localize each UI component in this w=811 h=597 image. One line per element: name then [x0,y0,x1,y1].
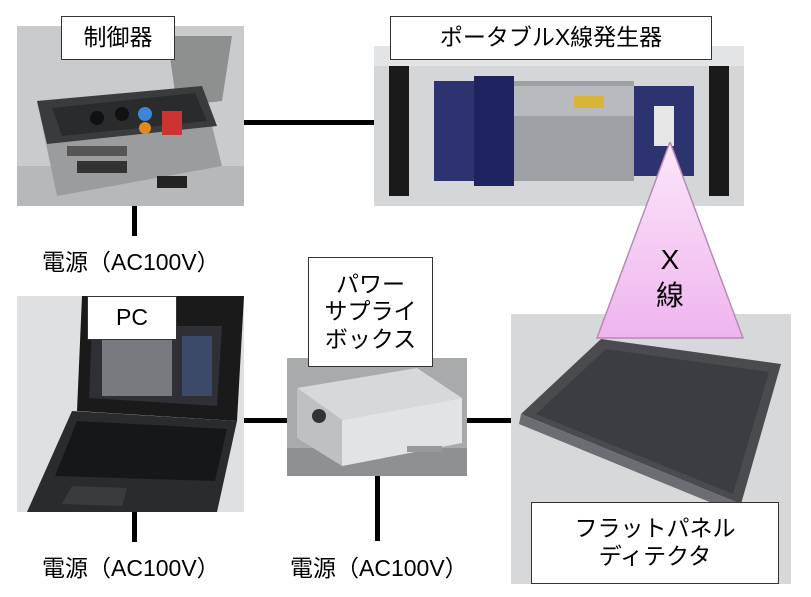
pc-power-label: 電源（AC100V） [42,555,220,581]
controller-label: 制御器 [61,16,175,60]
controller-label-text: 制御器 [83,24,153,51]
connector-pc-powerbox [243,418,288,423]
connector-powerbox-power [375,475,380,541]
xray-beam [595,142,745,339]
connector-controller-generator [243,120,375,125]
xray-generator-label-text: ポータブルX線発生器 [439,24,663,51]
power-supply-power-label: 電源（AC100V） [290,555,468,581]
xray-generator-illustration [374,46,744,206]
flat-panel-detector-label-line1: フラットパネル [574,515,736,542]
xray-beam-label: X 線 [648,242,692,314]
power-supply-box-label-line3: ボックス [324,325,417,352]
power-supply-box-photo [287,358,467,476]
controller-photo [17,26,244,206]
power-supply-box-label-line1: パワー [336,270,405,297]
xray-generator-label: ポータブルX線発生器 [390,16,712,60]
flat-panel-detector-label-line2: ディテクタ [598,543,712,569]
flat-panel-detector-label: フラットパネル ディテクタ [531,502,779,584]
controller-illustration [17,26,244,206]
pc-label-text: PC [116,304,148,331]
xray-beam-label-line1: X [660,244,680,275]
pc-label: PC [87,296,177,340]
power-supply-box-label-line2: サプライ [324,298,417,325]
xray-generator-photo [374,46,744,206]
connector-controller-power [132,206,137,236]
power-supply-box-label: パワー サプライ ボックス [308,257,433,367]
controller-power-label: 電源（AC100V） [42,249,220,275]
xray-beam-label-line2: 線 [655,280,684,311]
connector-powerbox-detector [466,418,516,423]
power-supply-box-illustration [287,358,467,476]
connector-pc-power [132,512,137,542]
